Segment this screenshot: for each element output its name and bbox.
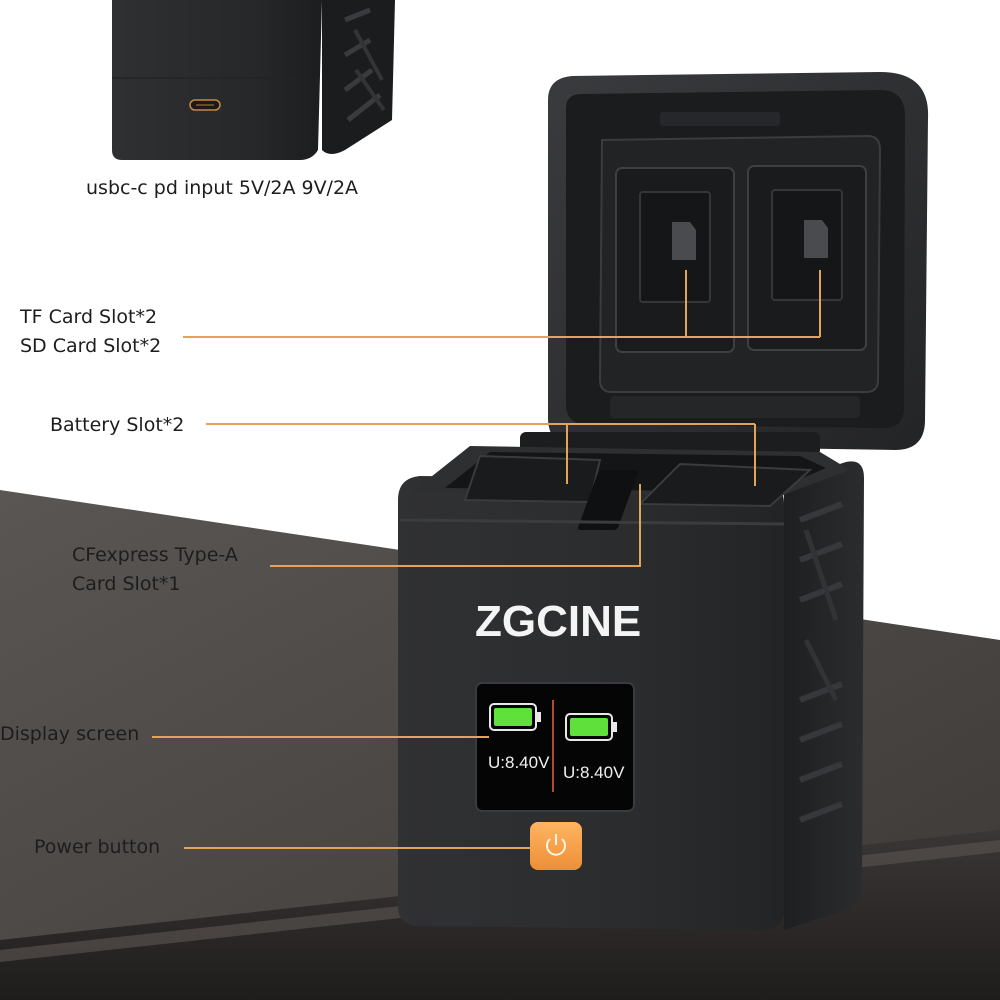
sd-card-slot-label: SD Card Slot*2 bbox=[20, 335, 162, 357]
charger-body bbox=[398, 446, 864, 930]
brand-logo-text: ZGCINE bbox=[475, 597, 641, 646]
callout-lines bbox=[152, 270, 821, 849]
usb-c-port-icon bbox=[189, 99, 221, 111]
callout-cfexpress bbox=[270, 484, 641, 567]
callout-tf-sd bbox=[183, 270, 821, 338]
micro-sd-card-icon bbox=[804, 220, 828, 258]
battery-slot-label: Battery Slot*2 bbox=[50, 414, 185, 436]
right-voltage-readout: U:8.40V bbox=[563, 763, 625, 782]
usb-input-label: usbc-c pd input 5V/2A 9V/2A bbox=[86, 177, 359, 199]
cfexpress-labels: CFexpress Type-A Card Slot*1 bbox=[72, 541, 238, 599]
cfexpress-label-line2: Card Slot*1 bbox=[72, 573, 181, 595]
battery-icon bbox=[565, 713, 617, 741]
display-screen: U:8.40V U:8.40V bbox=[475, 682, 635, 812]
left-voltage-readout: U:8.40V bbox=[488, 753, 550, 772]
lid bbox=[548, 72, 929, 450]
display-screen-label: Display screen bbox=[0, 723, 140, 745]
brand-logo: ZGCINE bbox=[475, 597, 641, 646]
callout-battery bbox=[206, 423, 756, 486]
micro-sd-card-icon bbox=[672, 222, 696, 260]
card-slot-labels: TF Card Slot*2 SD Card Slot*2 bbox=[20, 303, 161, 361]
tf-card-slot-label: TF Card Slot*2 bbox=[20, 306, 158, 328]
power-button[interactable] bbox=[530, 822, 582, 870]
battery-icon bbox=[489, 703, 541, 731]
power-icon bbox=[546, 834, 566, 856]
power-button-label: Power button bbox=[34, 836, 161, 858]
cfexpress-label-line1: CFexpress Type-A bbox=[72, 544, 238, 566]
usb-port-closeup bbox=[112, 0, 395, 160]
